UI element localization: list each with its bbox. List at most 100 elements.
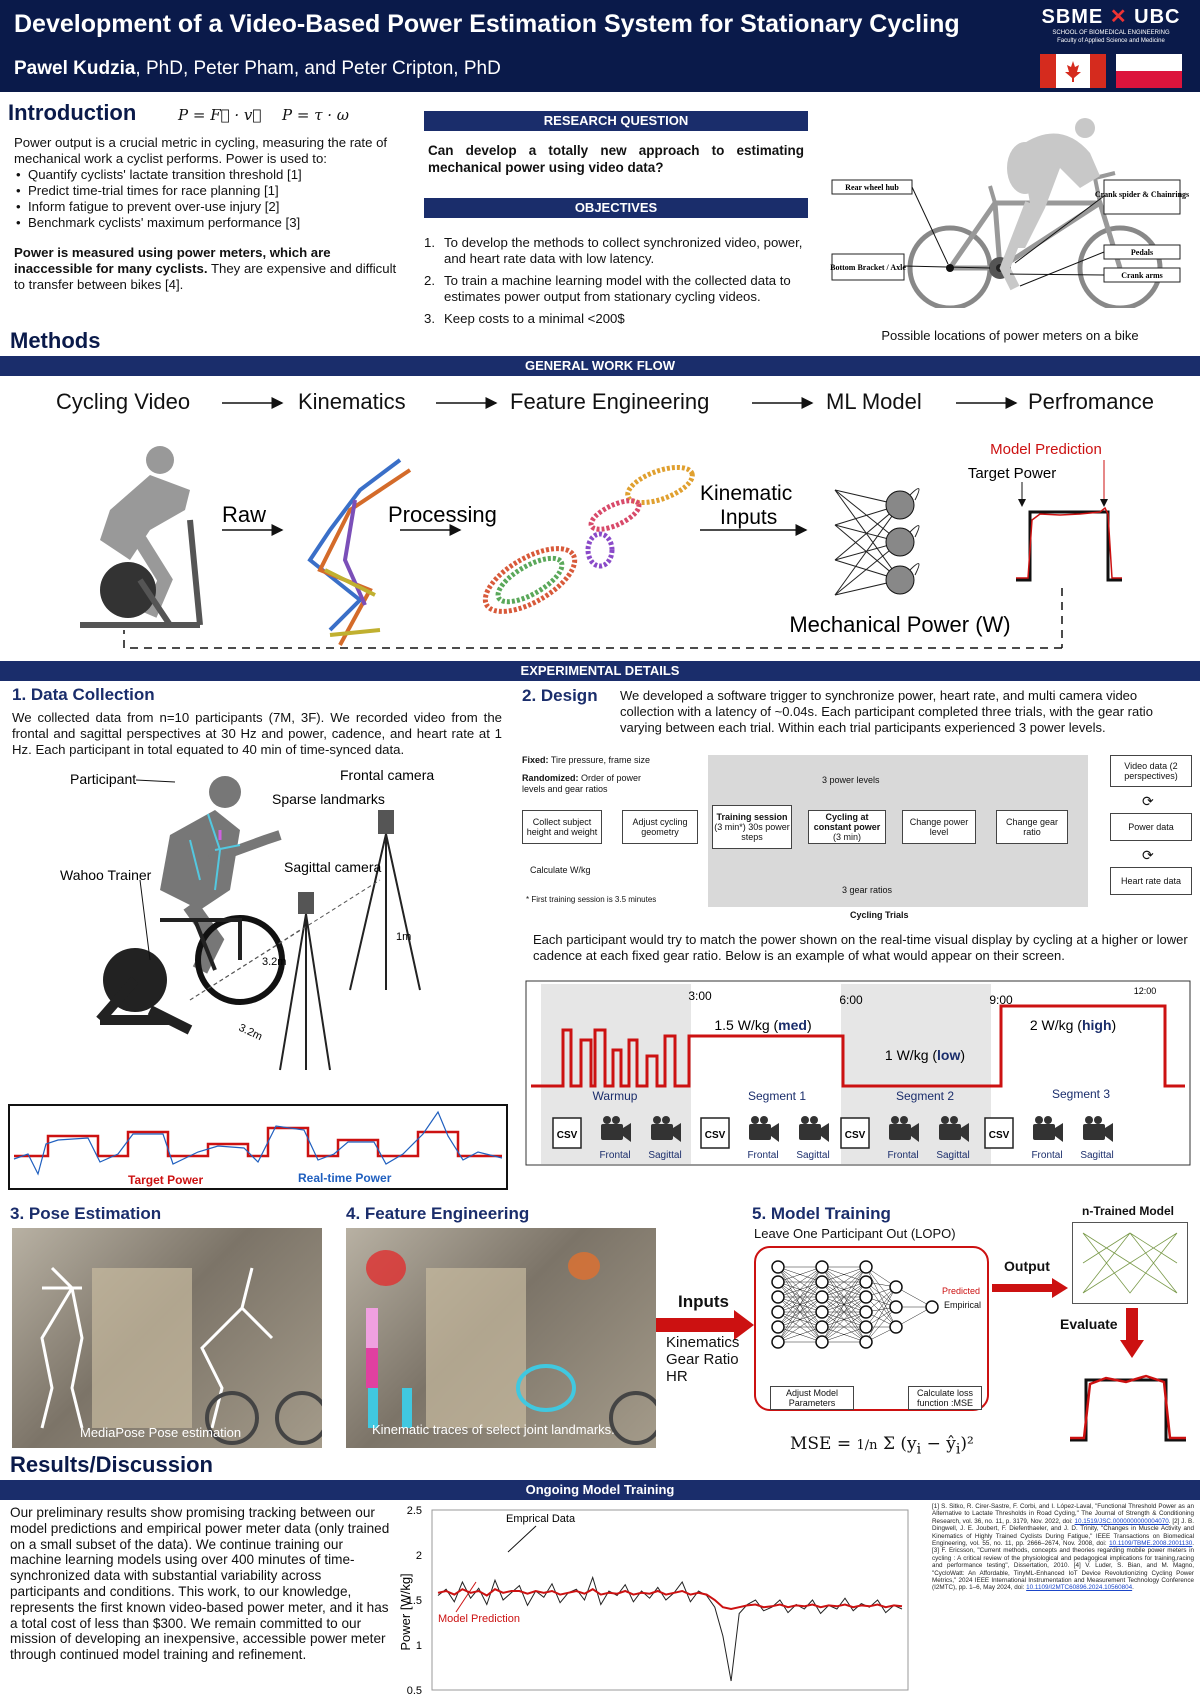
pedals-label: Pedals	[1131, 248, 1153, 257]
target-power-trace	[14, 1126, 502, 1158]
lopo-label: Leave One Participant Out (LOPO)	[754, 1226, 956, 1241]
flow-kinematics: Kinematics	[298, 389, 406, 414]
reference-3: . [3] F. Ericsson, "Current methods, con…	[932, 1540, 1194, 1592]
inputs-arrow-icon	[656, 1310, 754, 1340]
network-node	[859, 1335, 873, 1349]
video-camera-icon	[1083, 1116, 1113, 1142]
reference-link[interactable]: 10.1109/TBME.2008.2001130	[1109, 1540, 1193, 1548]
list-item: Gear Ratio	[666, 1351, 739, 1368]
network-node	[815, 1290, 829, 1304]
mse-equation: MSE = 1/n Σ (yi − ŷi)²	[790, 1434, 974, 1458]
frontal-camera-label: Frontal	[599, 1150, 630, 1161]
legend-empirical: Emprical Data	[506, 1513, 576, 1525]
mse-label: MSE	[790, 1434, 832, 1454]
session-timeline: 3:00 6:00 9:00 12:00 1.5 W/kg (med) 1 W/…	[525, 980, 1191, 1166]
stationary-cyclist-icon	[80, 446, 203, 628]
frontal-camera-tripod-icon	[349, 810, 421, 991]
network-node	[815, 1320, 829, 1334]
objective-text: To develop the methods to collect synchr…	[444, 235, 803, 266]
network-node	[859, 1290, 873, 1304]
sagittal-camera-label: Sagittal	[1080, 1150, 1113, 1161]
mechanical-power-label: Mechanical Power (W)	[789, 612, 1010, 637]
reference-link[interactable]: 10.1519/JSC.0000000000004070	[1074, 1517, 1169, 1525]
network-node	[859, 1320, 873, 1334]
power-target-trace	[531, 1004, 1185, 1088]
time-label: 9:00	[989, 993, 1013, 1007]
network-node	[815, 1335, 829, 1349]
time-label: 3:00	[688, 989, 712, 1003]
list-item: Predict time-trial times for race planni…	[14, 183, 399, 199]
frontal-camera-label: Frontal	[1031, 1150, 1062, 1161]
network-node	[771, 1290, 785, 1304]
design-text: We developed a software trigger to synch…	[620, 688, 1153, 735]
prediction-trace	[1016, 506, 1122, 579]
raw-label: Raw	[222, 502, 266, 527]
bike-power-meter-figure: Rear wheel hub Crank spider & Chainrings…	[830, 118, 1189, 308]
y-axis-ticks: 2.521.510.5	[407, 1505, 422, 1694]
collect-subject-box: Collect subject height and weight	[522, 810, 602, 844]
logo-sub1: SCHOOL OF BIOMEDICAL ENGINEERING	[1052, 30, 1170, 36]
calculate-wkg-label: Calculate W/kg	[530, 865, 591, 875]
kinematic-inputs-label-2: Inputs	[720, 506, 777, 529]
sagittal-camera-tripod-icon	[279, 892, 331, 1071]
network-node	[771, 1275, 785, 1289]
logo-sub2: Faculty of Applied Science and Medicine	[1057, 38, 1165, 44]
reference-link[interactable]: 10.1109/I2MTC60896.2024.10560804	[1026, 1584, 1133, 1592]
objective-number: 2.	[424, 273, 435, 288]
y-tick-label: 2	[416, 1550, 422, 1562]
intro-heading: Introduction	[8, 100, 137, 125]
segment-level-med: 1.5 W/kg (med)	[714, 1017, 811, 1033]
list-item: HR	[666, 1368, 688, 1385]
feature-engineering-image: Kinematic traces of select joint landmar…	[346, 1228, 663, 1448]
authors: Pawel Kudzia, PhD, Peter Pham, and Peter…	[14, 58, 501, 80]
target-power-legend: Target Power	[128, 1173, 203, 1187]
neural-network-icon	[834, 488, 920, 596]
realtime-power-trace	[13, 1110, 503, 1176]
sagittal-camera-label: Sagittal	[648, 1150, 681, 1161]
heart-rate-data-box: Heart rate data	[1110, 867, 1192, 895]
sagittal-camera-label: Sagittal	[936, 1150, 969, 1161]
list-item: 2.To train a machine learning model with…	[424, 273, 808, 305]
training-session-box: Training session(3 min*) 30s power steps	[712, 805, 792, 849]
csv-file-icon: CSV	[840, 1117, 870, 1149]
results-text: Our preliminary results show promising t…	[10, 1505, 390, 1663]
reference-end: .	[1132, 1584, 1134, 1592]
csv-file-icon: CSV	[700, 1117, 730, 1149]
video-camera-icon	[601, 1116, 631, 1142]
data-collection-heading: 1. Data Collection	[12, 685, 155, 704]
network-node	[889, 1320, 903, 1334]
match-power-text: Each participant would try to match the …	[533, 932, 1188, 963]
network-node	[771, 1305, 785, 1319]
network-node	[771, 1320, 785, 1334]
segment-label: Segment 1	[748, 1089, 806, 1103]
video-camera-icon	[1033, 1116, 1063, 1142]
calculate-loss-box: Calculate loss function :MSE	[908, 1386, 982, 1410]
frontal-camera-label: Frontal	[887, 1150, 918, 1161]
workflow-illustration: Raw Processing Kinematic Inputs Model Pr…	[80, 441, 1122, 649]
protocol-footnote: * First training session is 3.5 minutes	[526, 895, 657, 904]
pose-skeleton-overlay	[40, 1266, 329, 1445]
camera-height-label: 1m	[396, 931, 411, 943]
feature-traces-overlay	[366, 1250, 663, 1445]
results-chart: Power [W/kg] 2.521.510.5 Emprical Data M…	[398, 1505, 909, 1694]
pose-estimation-heading: 3. Pose Estimation	[10, 1204, 162, 1223]
chart-series	[437, 1575, 903, 1682]
inputs-list: Kinematics Gear Ratio HR	[666, 1334, 739, 1385]
reference-1: [1] S. Sitko, R. Cirer-Sastre, F. Corbi,…	[932, 1503, 1194, 1525]
distance-label-2: 3.2m	[237, 1022, 264, 1043]
network-node	[815, 1275, 829, 1289]
rear-wheel-hub-label: Rear wheel hub	[845, 183, 899, 192]
evaluate-label: Evaluate	[1060, 1316, 1118, 1332]
y-tick-label: 1	[416, 1640, 422, 1652]
pose-estimation-image: MediaPose Pose estimation	[12, 1228, 329, 1448]
crank-arms-label: Crank arms	[1121, 271, 1163, 280]
intro-bold-text: Power is measured using power meters, wh…	[14, 245, 331, 276]
sync-icon: ⟳	[1142, 793, 1154, 809]
network-node	[859, 1275, 873, 1289]
video-camera-icon	[939, 1116, 969, 1142]
flow-ml-model: ML Model	[826, 389, 922, 414]
inputs-label: Inputs	[678, 1292, 729, 1311]
model-training-heading: 5. Model Training	[752, 1204, 891, 1223]
target-power-step	[1016, 510, 1122, 582]
